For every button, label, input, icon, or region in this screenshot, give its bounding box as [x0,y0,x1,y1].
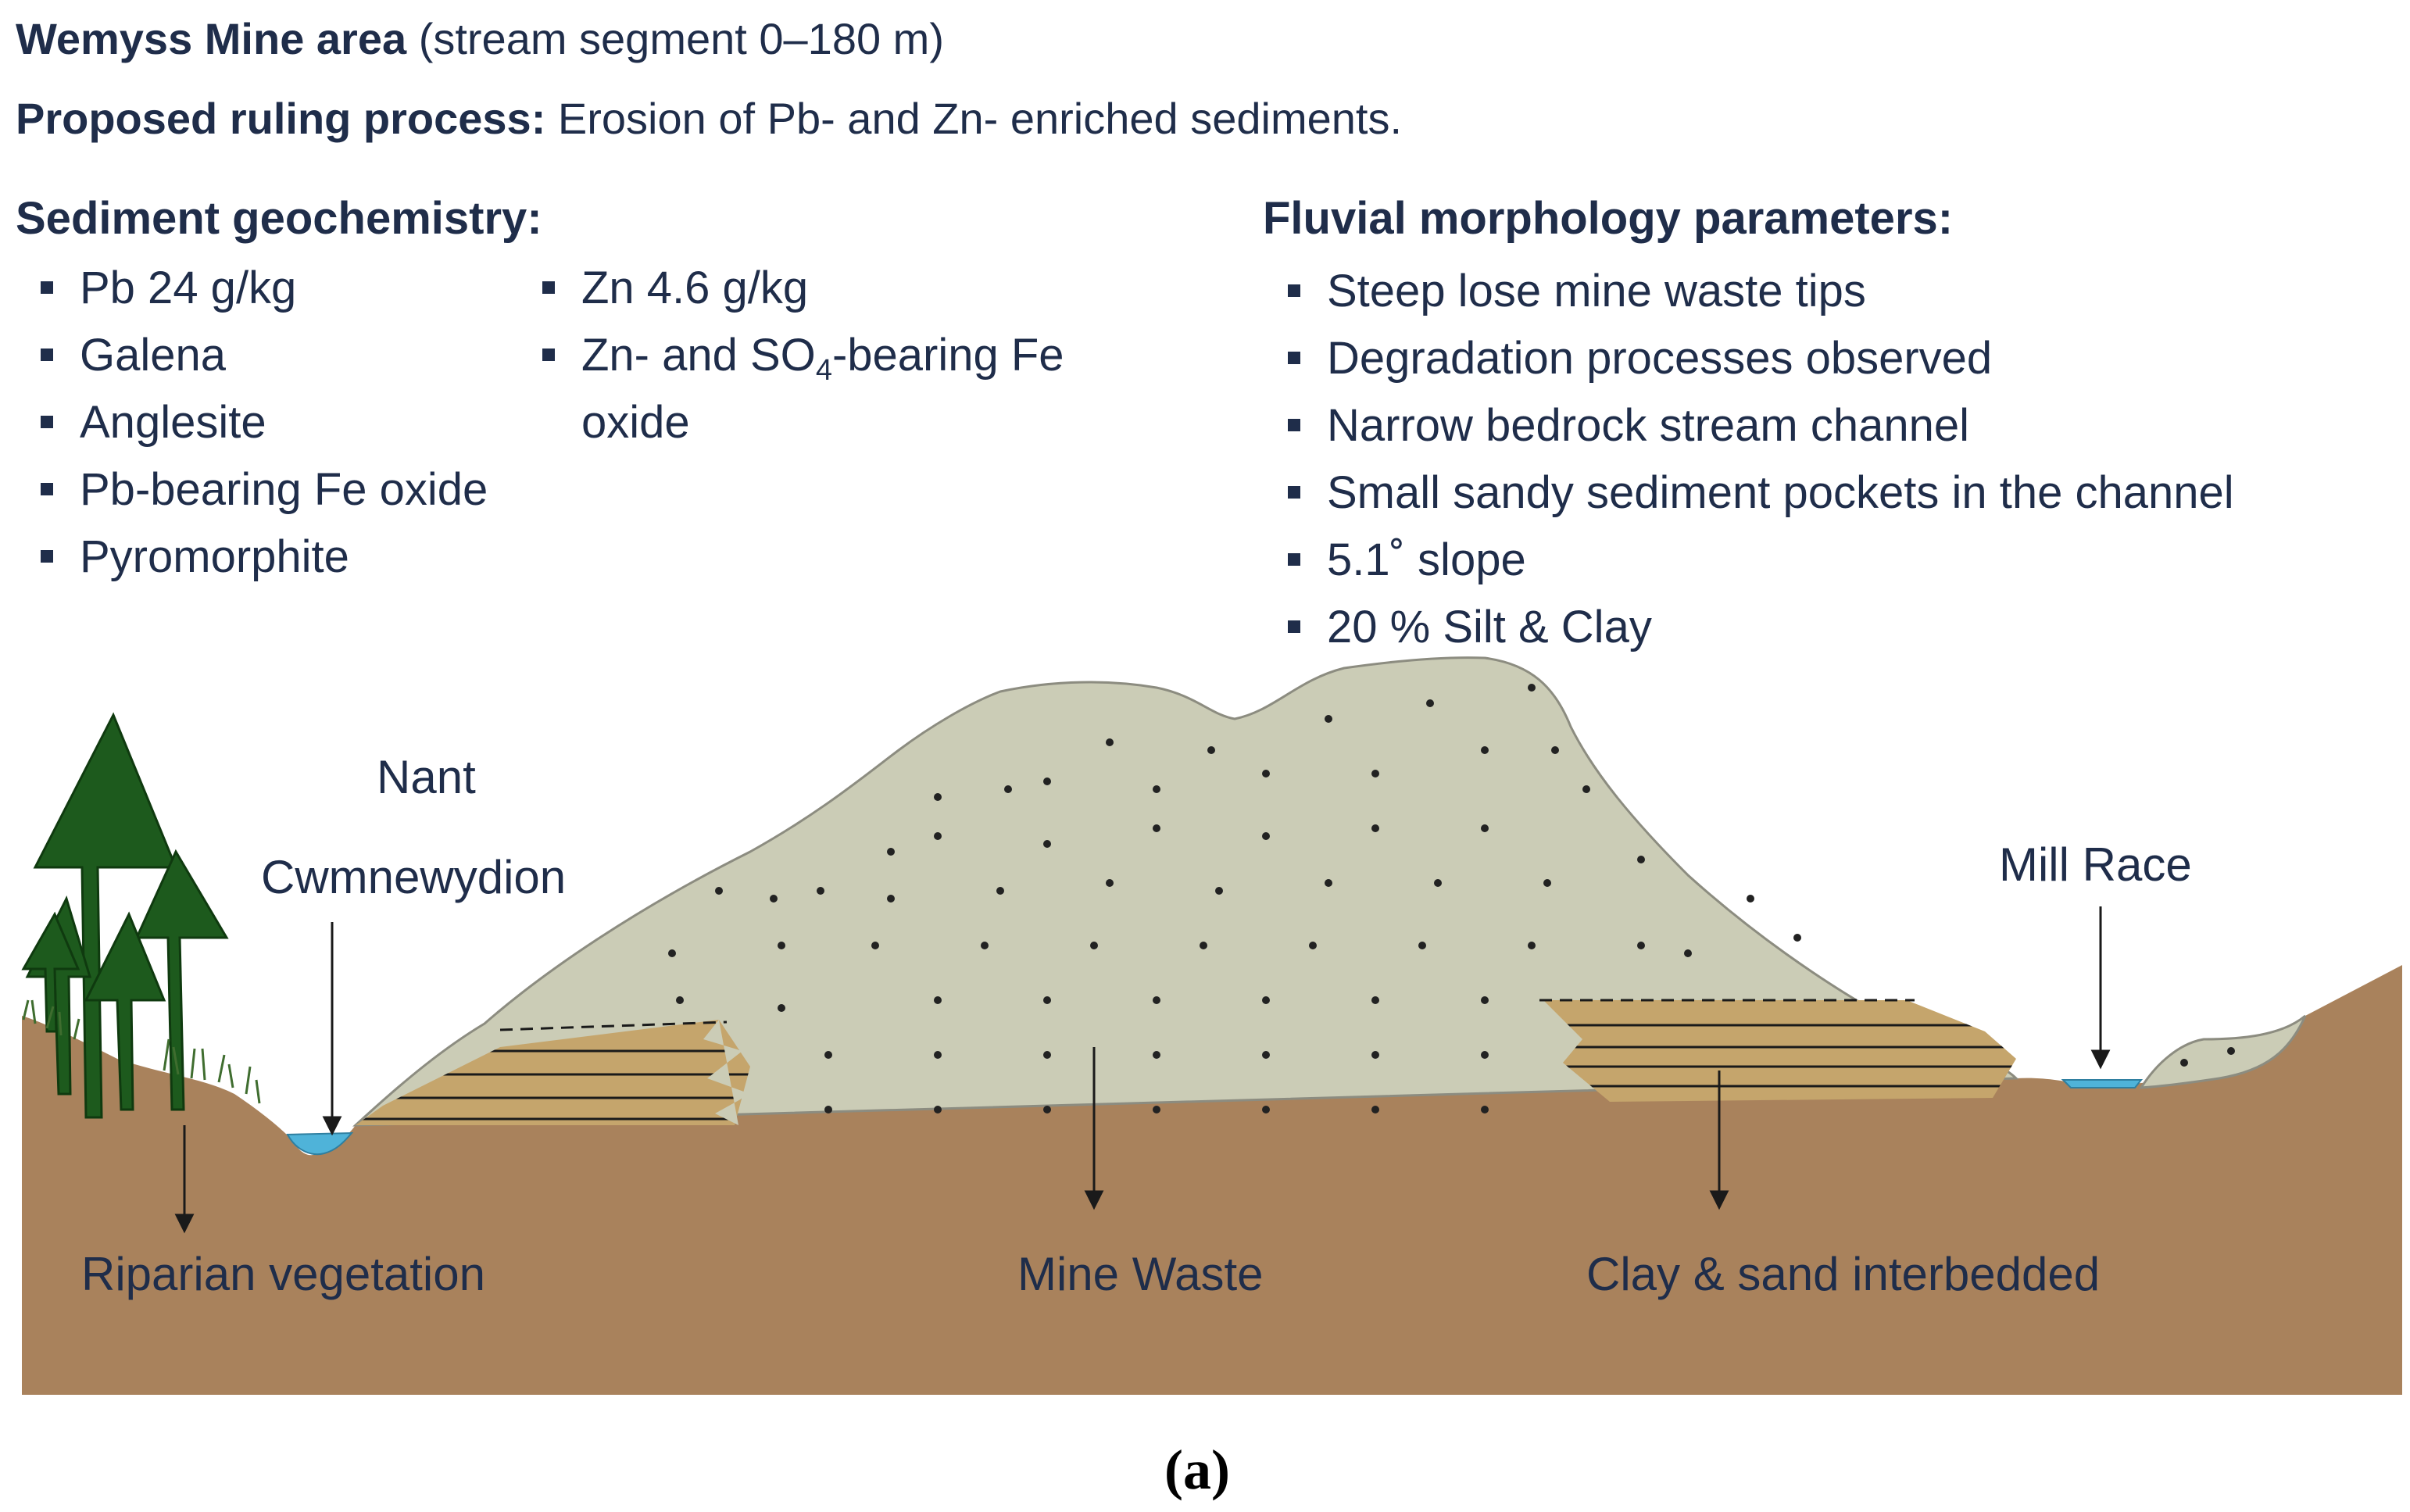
morphology-heading: Fluvial morphology parameters: [1263,193,1954,244]
figure-caption: (a) [1164,1439,1230,1501]
morphology-list: Steep lose mine waste tips Degradation p… [1264,258,2234,661]
morphology-item: Steep lose mine waste tips [1264,258,2234,325]
sand-pocket-left-edge [703,1020,750,1125]
bullet-icon [542,349,555,361]
label-clay-sand: Clay & sand interbedded [1586,1248,2101,1300]
geochem-item: Anglesite [17,389,488,456]
morphology-item: 20 % Silt & Clay [1264,594,2234,661]
geochem-item-cont: oxide [581,397,690,448]
bullet-icon [1288,553,1300,566]
geochem-item: Galena [17,322,488,389]
bullet-icon [41,483,53,495]
process-bold: Proposed ruling process: [16,94,546,143]
bullet-icon [1288,419,1300,431]
label-mill-race: Mill Race [1999,838,2192,891]
morphology-item: 5.1˚ slope [1264,527,2234,594]
sand-pocket-left-top [499,1021,728,1031]
site-title-rest: (stream segment 0–180 m) [418,14,944,63]
bullet-icon [1288,620,1300,633]
label-mine-waste: Mine Waste [1017,1248,1264,1300]
morphology-item: Degradation processes observed [1264,325,2234,392]
stream-water [286,1131,354,1156]
geochem-heading: Sediment geochemistry: [16,193,542,244]
bullet-icon [41,416,53,428]
geochem-item: Pb 24 g/kg [17,255,488,322]
riparian-trees [21,712,229,1119]
geochem-item: Pb-bearing Fe oxide [17,456,488,524]
bullet-icon [41,349,53,361]
label-cwmnewydion: Cwmnewydion [261,851,567,903]
geochem-item: Pyromorphite [17,524,488,591]
geochem-item: Zn- and SO4-bearing Fe [519,322,1064,389]
site-title: Wemyss Mine area (stream segment 0–180 m… [16,17,944,61]
mill-race-water [2061,1079,2144,1088]
soil-ground [22,965,2402,1395]
bullet-icon [1288,284,1300,297]
bullet-icon [41,550,53,563]
morphology-item: Small sandy sediment pockets in the chan… [1264,459,2234,527]
geochem-item: Zn 4.6 g/kg [519,255,1064,322]
process-rest: Erosion of Pb- and Zn- enriched sediment… [557,94,1403,143]
pointer-arrows [174,906,2111,1234]
label-riparian-vegetation: Riparian vegetation [81,1248,486,1300]
morphology-item: Narrow bedrock stream channel [1264,392,2234,459]
geochem-left-list: Pb 24 g/kg Galena Anglesite Pb-bearing F… [17,255,488,591]
process-line: Proposed ruling process: Erosion of Pb- … [16,97,1402,141]
site-title-bold: Wemyss Mine area [16,14,407,63]
bullet-icon [1288,352,1300,364]
label-nant: Nant [377,751,476,803]
small-waste-mound [2139,1014,2307,1089]
geochem-right-list: Zn 4.6 g/kg Zn- and SO4-bearing Fe oxide [519,255,1064,456]
bullet-icon [1288,486,1300,499]
riparian-grass [22,999,261,1104]
bullet-icon [542,281,555,294]
bullet-icon [41,281,53,294]
mine-waste-dots [668,684,1801,1113]
